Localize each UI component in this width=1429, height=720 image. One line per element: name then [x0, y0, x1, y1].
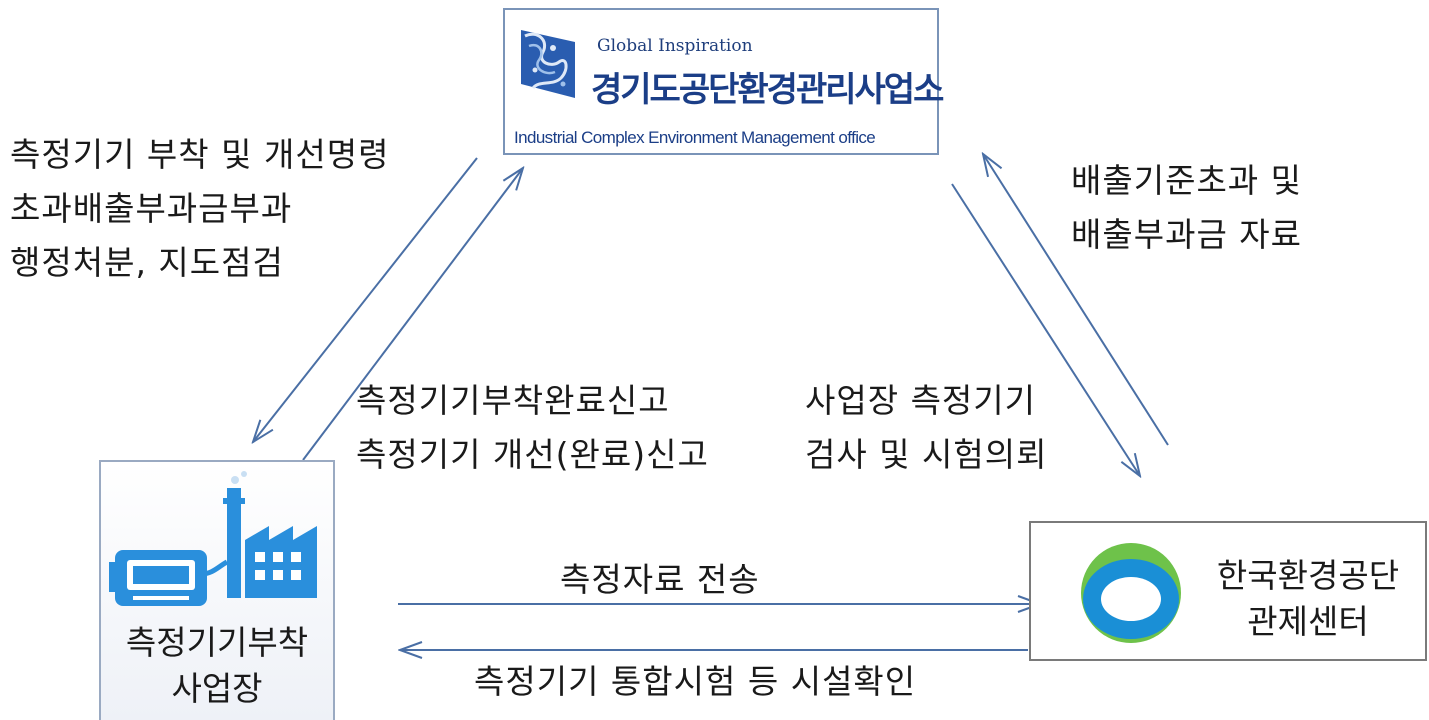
edge-label-site-to-center: 측정자료 전송	[560, 553, 760, 607]
site-label-line1: 측정기기부착	[125, 623, 309, 662]
center-label-line2: 관제센터	[1247, 602, 1369, 641]
site-label-line2: 사업장	[171, 669, 263, 708]
edge-label-line: 측정기기 개선(완료)신고	[356, 435, 709, 474]
edge-label-line: 행정처분, 지도점검	[10, 243, 284, 282]
edge-label-office-to-site: 측정기기 부착 및 개선명령 초과배출부과금부과 행정처분, 지도점검	[10, 128, 389, 290]
edge-label-office-to-center: 사업장 측정기기 검사 및 시험의뢰	[805, 374, 1048, 482]
edge-label-line: 배출부과금 자료	[1071, 215, 1303, 254]
edge-label-line: 측정기기 통합시험 등 시설확인	[474, 662, 917, 701]
center-node: 한국환경공단 관제센터	[1029, 521, 1427, 661]
edge-label-line: 측정기기 부착 및 개선명령	[10, 135, 390, 174]
arrow-site-to-office	[302, 168, 523, 461]
center-label-line1: 한국환경공단	[1216, 556, 1400, 595]
factory-with-monitor-icon	[109, 471, 317, 606]
office-node: Global Inspiration 경기도공단환경관리사업소 Industri…	[503, 8, 944, 155]
kecoo-ring-logo-icon	[1081, 543, 1181, 643]
office-english-name: Industrial Complex Environment Managemen…	[514, 128, 876, 147]
edge-label-line: 검사 및 시험의뢰	[805, 435, 1048, 474]
center-label: 한국환경공단 관제센터	[1193, 553, 1423, 645]
office-tagline: Global Inspiration	[597, 36, 753, 56]
edge-label-center-to-office: 배출기준초과 및 배출부과금 자료	[1071, 154, 1302, 262]
arrow-office-to-site	[253, 157, 478, 442]
edge-label-site-to-office: 측정기기부착완료신고 측정기기 개선(완료)신고	[356, 374, 709, 482]
edge-label-line: 초과배출부과금부과	[10, 189, 293, 228]
blue-swirl-logo-icon	[521, 30, 575, 98]
site-node: 측정기기부착 사업장	[99, 460, 335, 720]
site-label: 측정기기부착 사업장	[101, 620, 333, 712]
edge-label-line: 측정기기부착완료신고	[356, 381, 670, 420]
edge-label-center-to-site: 측정기기 통합시험 등 시설확인	[474, 655, 916, 709]
arrow-office-to-center	[951, 183, 1140, 476]
edge-label-line: 배출기준초과 및	[1071, 161, 1303, 200]
edge-label-line: 사업장 측정기기	[805, 381, 1037, 420]
arrow-center-to-office	[983, 154, 1169, 446]
office-name: 경기도공단환경관리사업소	[591, 70, 944, 110]
edge-label-line: 측정자료 전송	[560, 560, 760, 599]
